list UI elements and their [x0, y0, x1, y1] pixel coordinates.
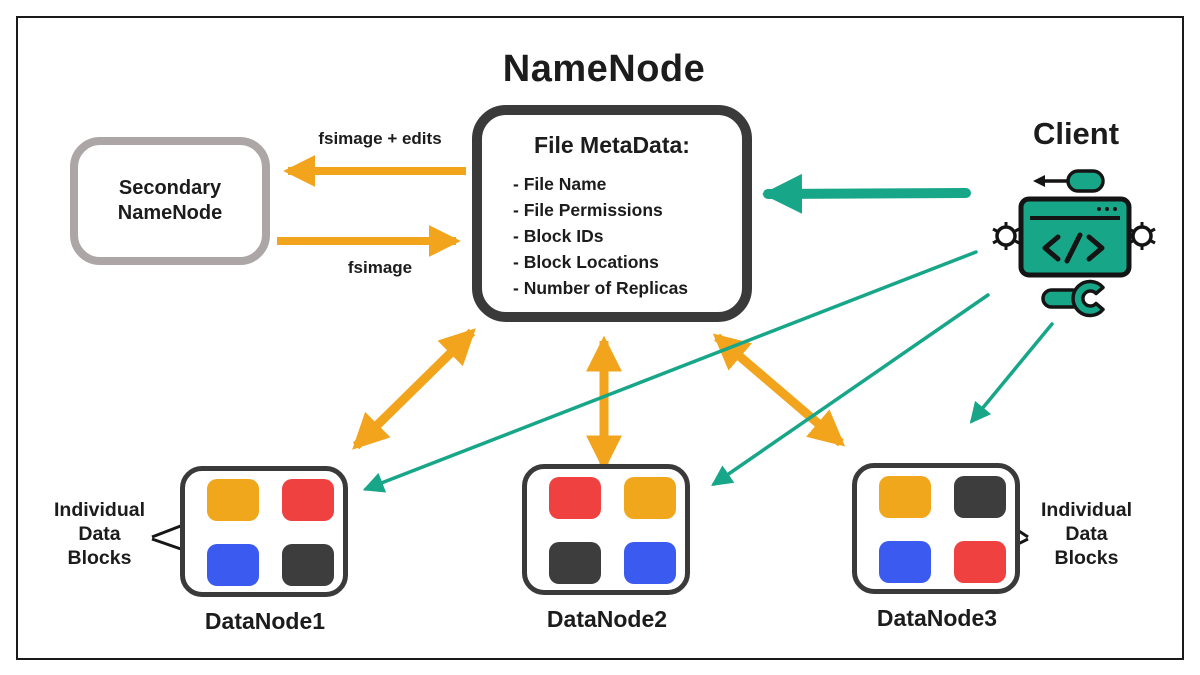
arrow-client-datanode3 — [969, 322, 1054, 424]
window-dots — [1097, 207, 1117, 211]
data-block-red — [282, 479, 334, 521]
secondary-namenode-label-line2: NameNode — [117, 202, 223, 224]
data-block-dark — [549, 542, 601, 584]
data-block-dark — [954, 476, 1006, 518]
metadata-item: - Block Locations — [513, 252, 659, 272]
annotation-line: Individual — [1040, 499, 1132, 521]
data-block-red — [954, 541, 1006, 583]
metadata-list: - File Name - File Permissions - Block IDs… — [482, 171, 742, 301]
datanode3-box: DataNode3 — [852, 463, 1020, 631]
metadata-item: - File Permissions — [513, 200, 663, 220]
data-block-dark — [282, 544, 334, 586]
annotation-line: Data — [78, 523, 121, 545]
datanode2-blocks — [549, 477, 676, 584]
secondary-namenode-box: Secondary NameNode — [70, 137, 270, 265]
fsimage-edits-label: fsimage + edits — [318, 129, 442, 148]
datanode2-label: DataNode2 — [546, 606, 668, 632]
datanode1-blocks — [207, 479, 334, 586]
arrow-client-datanode1 — [362, 250, 978, 493]
client-label: Client — [1032, 116, 1120, 151]
annotation-line: Blocks — [67, 547, 132, 569]
datanode1-box: DataNode1 — [180, 466, 348, 634]
browser-window — [1018, 196, 1132, 278]
wrench-icon — [1041, 279, 1105, 318]
data-block-orange — [624, 477, 676, 519]
metadata-item: - Block IDs — [513, 226, 604, 246]
outer-border — [16, 16, 1184, 660]
data-block-orange — [207, 479, 259, 521]
code-glyph — [1042, 232, 1105, 264]
datanode1-label: DataNode1 — [204, 608, 326, 634]
data-block-blue — [207, 544, 259, 586]
data-block-blue — [624, 542, 676, 584]
datanode3-label: DataNode3 — [876, 605, 998, 631]
arrow-namenode-datanode1 — [352, 328, 476, 450]
page-title: NameNode — [502, 48, 706, 90]
gear-icon — [992, 222, 1156, 250]
fsimage-label: fsimage — [347, 258, 413, 277]
data-block-red — [549, 477, 601, 519]
arrow-namenode-datanode3 — [712, 333, 846, 447]
code-window-icon — [992, 169, 1156, 318]
individual-data-blocks-label-left: Individual Data Blocks — [37, 498, 162, 570]
datanode2-box: DataNode2 — [522, 464, 690, 632]
data-block-orange — [879, 476, 931, 518]
namenode-box: File MetaData: - File Name - File Permiss… — [472, 105, 752, 322]
metadata-item: - File Name — [513, 174, 607, 194]
screwdriver-icon — [1033, 169, 1105, 193]
data-block-blue — [879, 541, 931, 583]
individual-data-blocks-label-right: Individual Data Blocks — [1024, 498, 1149, 570]
arrow-client-datanode2 — [711, 293, 990, 486]
datanode3-blocks — [879, 476, 1006, 583]
metadata-item: - Number of Replicas — [513, 278, 689, 298]
annotation-line: Blocks — [1054, 547, 1119, 569]
secondary-namenode-label-line1: Secondary — [118, 177, 222, 199]
namenode-heading: File MetaData: — [534, 132, 690, 158]
arrow-client-namenode — [762, 173, 971, 214]
annotation-line: Individual — [53, 499, 145, 521]
annotation-line: Data — [1065, 523, 1108, 545]
